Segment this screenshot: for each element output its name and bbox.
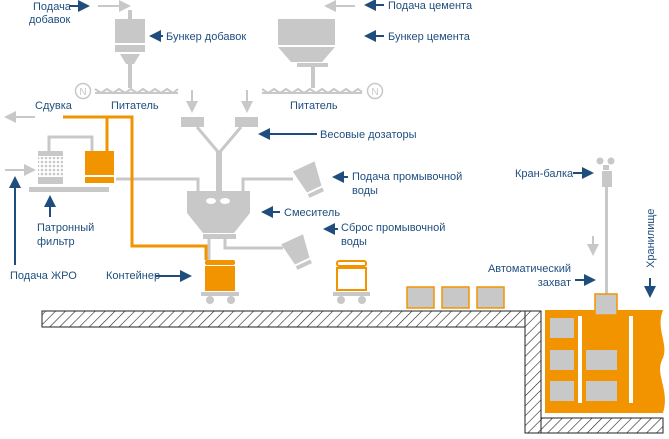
- motor-symbol: N: [79, 87, 86, 98]
- label-wash-water-drain-2: воды: [341, 236, 367, 248]
- additive-bunker: [98, 0, 145, 88]
- label-wash-water-feed: Подача промывочной: [352, 171, 462, 183]
- label-additive-bunker: Бункер добавок: [166, 31, 246, 43]
- label-wash-water-drain: Сброс промывочной: [341, 222, 445, 234]
- feeder-left: N: [74, 82, 179, 100]
- label-cartridge-filter: Патронный: [37, 222, 94, 234]
- orange-pipe: [63, 115, 208, 260]
- label-cartridge-filter-2: фильтр: [37, 236, 75, 248]
- storage: [545, 310, 665, 413]
- label-blowoff: Сдувка: [35, 100, 73, 112]
- wash-water-feed-nozzle: [292, 161, 325, 198]
- label-feeder-right: Питатель: [290, 100, 338, 112]
- label-additive-feed: Подача: [33, 1, 72, 13]
- label-storage: Хранилище: [645, 209, 657, 268]
- packages-on-floor: [406, 286, 505, 309]
- label-crane-beam: Кран-балка: [515, 168, 574, 180]
- wash-water-drain-nozzle: [281, 234, 313, 270]
- crane-beam: [587, 157, 618, 316]
- filled-container: [201, 260, 239, 304]
- feeder-right: N: [261, 82, 384, 100]
- mixer: [116, 177, 293, 261]
- label-auto-grab: Автоматический: [488, 263, 571, 275]
- floor: [41, 310, 664, 434]
- label-mixer: Смеситель: [284, 207, 340, 219]
- label-weighing-dosers: Весовые дозаторы: [320, 129, 417, 141]
- label-auto-grab-2: захват: [538, 277, 571, 289]
- weighing-dosers: [181, 90, 258, 192]
- motor-icon: [366, 82, 384, 100]
- label-feeder-left: Питатель: [111, 100, 159, 112]
- label-cement-bunker: Бункер цемента: [388, 31, 471, 43]
- label-additive-feed-2: добавок: [29, 14, 71, 26]
- cement-bunker: [278, 0, 355, 88]
- label-container: Контейнер: [106, 270, 160, 282]
- label-wash-water-feed-2: воды: [352, 185, 378, 197]
- automatic-grab: [594, 293, 618, 316]
- label-arrows: [9, 0, 656, 298]
- cartridge-filter: [4, 111, 114, 192]
- empty-container: [333, 260, 370, 304]
- motor-symbol: N: [371, 87, 378, 98]
- label-lro-feed: Подача ЖРО: [10, 270, 77, 282]
- motor-icon: [74, 82, 92, 100]
- label-cement-feed: Подача цемента: [388, 0, 473, 12]
